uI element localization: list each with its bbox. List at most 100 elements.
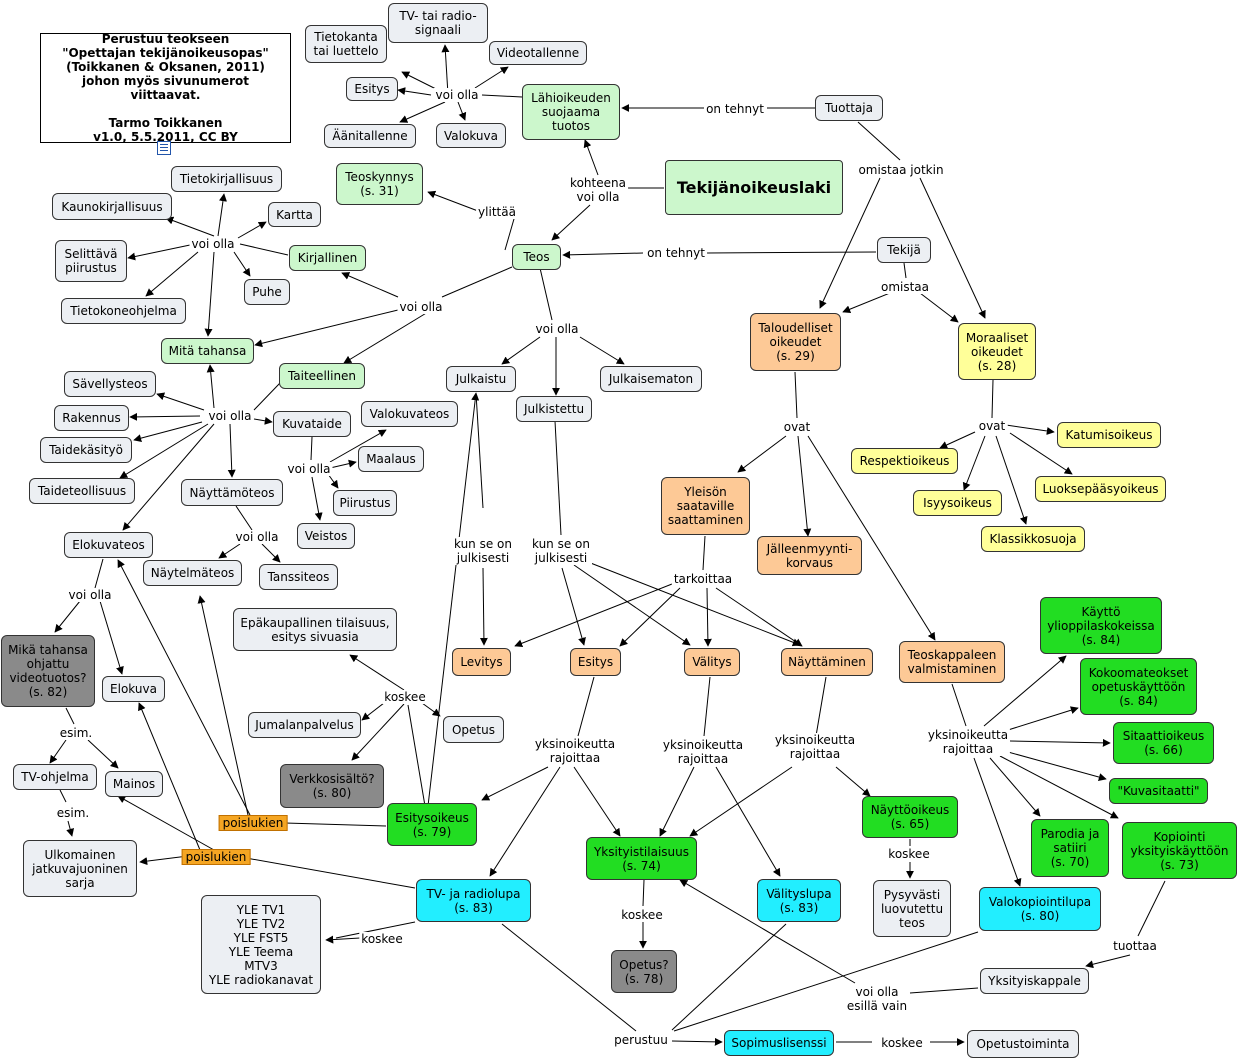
node-katumisoikeus[interactable]: Katumisoikeus — [1057, 422, 1161, 448]
node-teos[interactable]: Teos — [512, 244, 561, 270]
node-tuottaja[interactable]: Tuottaja — [815, 95, 883, 121]
link-kun-julkisesti-2: kun se on julkisesti — [529, 537, 593, 565]
node-yksityiskappale[interactable]: Yksityiskappale — [980, 968, 1089, 994]
node-julkaisematon[interactable]: Julkaisematon — [600, 366, 702, 392]
link-on-tehnyt-2: on tehnyt — [645, 246, 707, 260]
link-koskee-5: koskee — [879, 1036, 925, 1050]
node-esitysoikeus[interactable]: Esitysoikeus (s. 79) — [387, 803, 477, 846]
node-respektioikeus[interactable]: Respektioikeus — [851, 448, 958, 474]
node-videotallenne[interactable]: Videotallenne — [489, 41, 587, 65]
node-kartta[interactable]: Kartta — [268, 202, 321, 227]
node-kirjallinen[interactable]: Kirjallinen — [289, 245, 366, 271]
node-isyysoikeus[interactable]: Isyysoikeus — [913, 490, 1002, 516]
node-teoskynnys[interactable]: Teoskynnys (s. 31) — [336, 163, 423, 205]
node-luoksepaasyoikeus[interactable]: Luoksepääsyoikeus — [1035, 476, 1166, 502]
node-kaytto-ylioppilaskokeissa[interactable]: Käyttö ylioppilaskokeissa (s. 84) — [1040, 597, 1162, 654]
node-yksityistilaisuus[interactable]: Yksityistilaisuus (s. 74) — [586, 837, 697, 880]
node-veistos[interactable]: Veistos — [297, 523, 355, 549]
node-tietokirjallisuus[interactable]: Tietokirjallisuus — [171, 166, 282, 192]
node-selittava-piirustus[interactable]: Selittävä piirustus — [55, 240, 127, 282]
node-piirustus[interactable]: Piirustus — [333, 490, 397, 516]
node-kaunokirjallisuus[interactable]: Kaunokirjallisuus — [52, 193, 172, 220]
node-yleison-saataville[interactable]: Yleisön saataville saattaminen — [661, 477, 750, 535]
node-rakennus[interactable]: Rakennus — [54, 405, 129, 431]
node-epakaupallinen[interactable]: Epäkaupallinen tilaisuus, esitys sivuasi… — [233, 608, 397, 651]
link-ovat-1: ovat — [781, 420, 813, 434]
node-naytelmateos[interactable]: Näytelmäteos — [143, 560, 242, 586]
node-kuvataide[interactable]: Kuvataide — [273, 411, 351, 437]
node-tanssiteos[interactable]: Tanssiteos — [259, 564, 338, 590]
node-kopiointi[interactable]: Kopiointi yksityiskäyttöön (s. 73) — [1122, 822, 1237, 879]
node-lahioikeuden-tuotos[interactable]: Lähioikeuden suojaama tuotos — [522, 84, 620, 140]
node-valokuva[interactable]: Valokuva — [436, 123, 506, 148]
link-voi-olla-nayt: voi olla — [233, 530, 281, 544]
node-tietokanta[interactable]: Tietokanta tai luettelo — [305, 25, 387, 63]
link-voi-olla-elok: voi olla — [66, 588, 114, 602]
node-julkistettu[interactable]: Julkistettu — [516, 396, 592, 422]
node-kuvasitaatti[interactable]: "Kuvasitaatti" — [1109, 778, 1208, 804]
node-tekija[interactable]: Tekijä — [877, 237, 931, 263]
node-levitys[interactable]: Levitys — [452, 648, 511, 676]
node-tv-radiolupa[interactable]: TV- ja radiolupa (s. 83) — [416, 879, 531, 922]
link-voi-olla-top: voi olla — [433, 88, 481, 102]
node-puhe[interactable]: Puhe — [244, 279, 290, 305]
node-elokuva[interactable]: Elokuva — [102, 676, 165, 702]
node-moraaliset-oikeudet[interactable]: Moraaliset oikeudet (s. 28) — [958, 323, 1036, 380]
link-voi-olla-kuva: voi olla — [285, 462, 333, 476]
node-parodia-ja-satiiri[interactable]: Parodia ja satiiri (s. 70) — [1031, 819, 1109, 877]
node-klassikkosuoja[interactable]: Klassikkosuoja — [981, 526, 1085, 552]
node-yle-kanavat[interactable]: YLE TV1 YLE TV2 YLE FST5 YLE Teema MTV3 … — [201, 895, 321, 994]
node-mainos[interactable]: Mainos — [105, 771, 163, 797]
link-kohteena: kohteena voi olla — [568, 176, 628, 204]
node-esitys-top[interactable]: Esitys — [346, 77, 398, 101]
node-sitaattioikeus[interactable]: Sitaattioikeus (s. 66) — [1113, 722, 1214, 764]
node-tekijanoikeuslaki[interactable]: Tekijänoikeuslaki — [665, 160, 843, 215]
node-tv-ohjelma[interactable]: TV-ohjelma — [13, 764, 97, 790]
node-jumalanpalvelus[interactable]: Jumalanpalvelus — [248, 712, 361, 738]
node-mita-tahansa[interactable]: Mitä tahansa — [161, 338, 254, 364]
node-taiteellinen[interactable]: Taiteellinen — [279, 363, 365, 389]
node-taideteollisuus[interactable]: Taideteollisuus — [29, 478, 135, 504]
node-ulkomainen-sarja[interactable]: Ulkomainen jatkuvajuoninen sarja — [23, 840, 137, 897]
node-teoskappaleen-valmistaminen[interactable]: Teoskappaleen valmistaminen — [899, 641, 1005, 683]
node-valokopiointilupa[interactable]: Valokopiointilupa (s. 80) — [979, 887, 1101, 931]
node-verkkosisalto[interactable]: Verkkosisältö? (s. 80) — [280, 764, 384, 808]
node-elokuvateos[interactable]: Elokuvateos — [64, 532, 153, 558]
node-pysyvasti-luovutettu[interactable]: Pysyvästi luovutettu teos — [873, 880, 951, 937]
node-valitys[interactable]: Välitys — [684, 648, 740, 676]
node-opetus[interactable]: Opetus — [443, 716, 504, 743]
node-julkaistu[interactable]: Julkaistu — [446, 366, 516, 392]
link-kun-julkisesti-1: kun se on julkisesti — [451, 537, 515, 565]
node-nayttamoteos[interactable]: Näyttämöteos — [181, 479, 283, 506]
node-aanitallenne[interactable]: Äänitallenne — [324, 124, 416, 148]
link-voi-olla-teos: voi olla — [397, 300, 445, 314]
link-voi-olla-taide: voi olla — [206, 409, 254, 423]
node-mika-tahansa-ohjattu[interactable]: Mikä tahansa ohjattu videotuotos? (s. 82… — [1, 635, 95, 707]
node-tv-radiosignaali[interactable]: TV- tai radio- signaali — [388, 3, 488, 43]
link-omistaa-jotkin: omistaa jotkin — [856, 163, 946, 177]
node-jalleenmyyntikorvaus[interactable]: Jälleenmyynti- korvaus — [757, 536, 862, 575]
node-sopimuslisenssi[interactable]: Sopimuslisenssi — [724, 1030, 834, 1056]
node-esitys[interactable]: Esitys — [570, 648, 621, 676]
link-omistaa: omistaa — [878, 280, 932, 294]
node-taloudelliset-oikeudet[interactable]: Taloudelliset oikeudet (s. 29) — [750, 313, 841, 371]
node-valokuvateos[interactable]: Valokuvateos — [361, 401, 458, 427]
node-tietokoneohjelma[interactable]: Tietokoneohjelma — [61, 298, 186, 324]
link-voi-olla-esilla: voi olla esillä vain — [844, 985, 910, 1013]
node-opetus-78[interactable]: Opetus? (s. 78) — [611, 950, 677, 993]
exclusion-tag-2: poislukien — [181, 849, 251, 865]
link-koskee-3: koskee — [619, 908, 665, 922]
link-ovat-2: ovat — [976, 419, 1008, 433]
link-voi-olla-kirj: voi olla — [189, 237, 237, 251]
note-icon[interactable] — [157, 141, 171, 155]
node-taidekasityo[interactable]: Taidekäsityö — [40, 437, 132, 463]
node-savellysteos[interactable]: Sävellysteos — [64, 371, 156, 397]
node-maalaus[interactable]: Maalaus — [358, 446, 424, 472]
node-opetustoiminta[interactable]: Opetustoiminta — [967, 1030, 1079, 1058]
link-koskee-2: koskee — [886, 847, 932, 861]
node-nayttooikeus[interactable]: Näyttöoikeus (s. 65) — [862, 796, 958, 838]
link-yksin-1: yksinoikeutta rajoittaa — [532, 737, 618, 765]
node-nayttaminen[interactable]: Näyttäminen — [781, 648, 873, 676]
node-kokoomateokset[interactable]: Kokoomateokset opetuskäyttöön (s. 84) — [1080, 658, 1197, 715]
node-valityslupa[interactable]: Välityslupa (s. 83) — [757, 879, 841, 922]
